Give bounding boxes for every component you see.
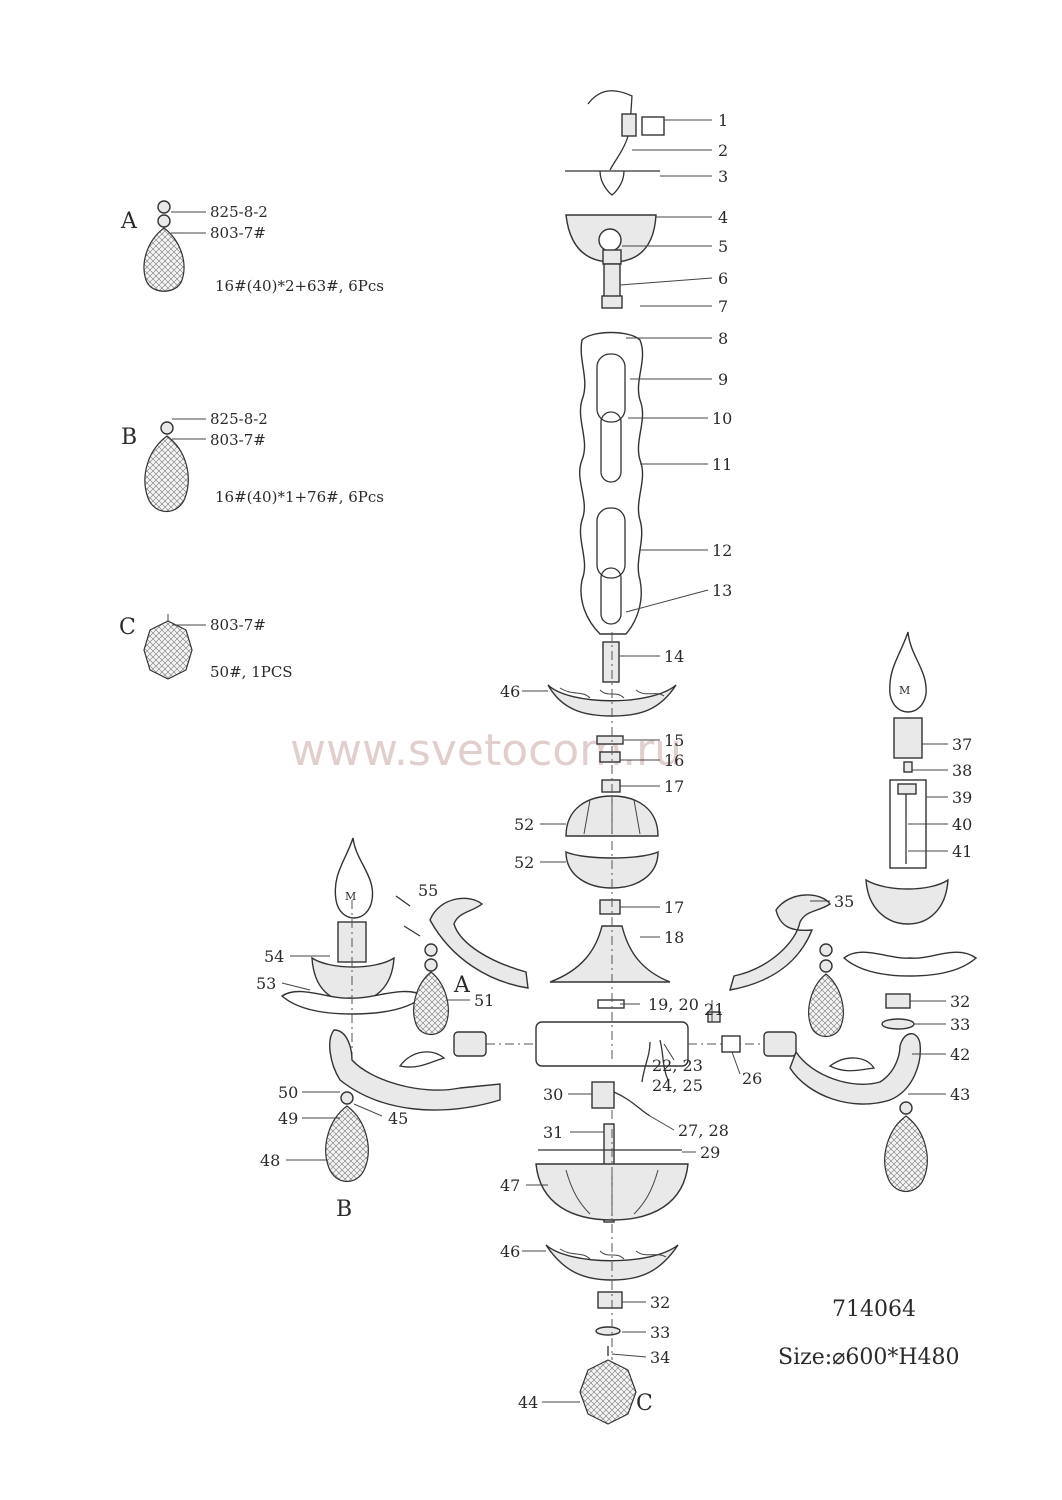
legend-c: C 803-7# 50#, 1PCS bbox=[119, 614, 293, 681]
callout: 51 bbox=[474, 991, 494, 1010]
callout: 21 bbox=[704, 1000, 724, 1019]
callout: 52 bbox=[514, 853, 534, 872]
callout: 9 bbox=[718, 370, 728, 389]
callout: 40 bbox=[952, 815, 972, 834]
svg-text:M: M bbox=[899, 684, 910, 697]
callout: 30 bbox=[543, 1085, 563, 1104]
callout: 41 bbox=[952, 842, 972, 861]
callout: 16 bbox=[664, 751, 684, 770]
callout: 11 bbox=[712, 455, 732, 474]
callout: 13 bbox=[712, 581, 732, 600]
legend-b-code-2: 803-7# bbox=[210, 431, 266, 449]
callout: 7 bbox=[718, 297, 728, 316]
legend-a: A 825-8-2 803-7# 16#(40)*2+63#, 6Pcs bbox=[120, 200, 384, 295]
callout: 32 bbox=[650, 1293, 670, 1312]
callout: 34 bbox=[650, 1348, 670, 1367]
legend-letter-b: B bbox=[121, 425, 137, 450]
callout: 52 bbox=[514, 815, 534, 834]
legend-a-code-2: 803-7# bbox=[210, 224, 266, 242]
legend-a-spec: 16#(40)*2+63#, 6Pcs bbox=[215, 277, 384, 295]
callout: 26 bbox=[742, 1069, 762, 1088]
callout: 48 bbox=[260, 1151, 280, 1170]
callout: 29 bbox=[700, 1143, 720, 1162]
assembly-letter-a: A bbox=[453, 973, 471, 998]
callout: 6 bbox=[718, 269, 728, 288]
callout: 4 bbox=[718, 208, 728, 227]
callout: 46 bbox=[500, 682, 520, 701]
callout: 47 bbox=[500, 1176, 520, 1195]
callout: 37 bbox=[952, 735, 972, 754]
callout: 3 bbox=[718, 167, 728, 186]
callout: 17 bbox=[664, 898, 684, 917]
callout: 33 bbox=[650, 1323, 670, 1342]
assembly-letter-c: C bbox=[636, 1391, 653, 1416]
callout: 55 bbox=[418, 881, 438, 900]
callout: 50 bbox=[278, 1083, 298, 1102]
legend-b-code-1: 825-8-2 bbox=[210, 410, 268, 428]
callout: 39 bbox=[952, 788, 972, 807]
callout: 38 bbox=[952, 761, 972, 780]
callout: 15 bbox=[664, 731, 684, 750]
callout: 18 bbox=[664, 928, 684, 947]
callout: 12 bbox=[712, 541, 732, 560]
legend-b-spec: 16#(40)*1+76#, 6Pcs bbox=[215, 488, 384, 506]
callout: 22, 23 bbox=[652, 1056, 703, 1075]
callout: 17 bbox=[664, 777, 684, 796]
callout: 27, 28 bbox=[678, 1121, 729, 1140]
legend-c-spec: 50#, 1PCS bbox=[210, 663, 293, 681]
callout: 46 bbox=[500, 1242, 520, 1261]
callout: 32 bbox=[950, 992, 970, 1011]
central-stem bbox=[486, 90, 760, 1425]
legend-letter-a: A bbox=[120, 209, 138, 234]
callouts: 1 2 3 4 5 6 7 8 9 10 11 12 13 14 46 15 1… bbox=[256, 111, 972, 1416]
watermark: www.svetocom.ru bbox=[290, 725, 682, 776]
size-spec: Size:⌀600*H480 bbox=[778, 1345, 960, 1370]
callout: 1 bbox=[718, 111, 728, 130]
right-arm-assembly: M bbox=[707, 631, 978, 1193]
callout: 43 bbox=[950, 1085, 970, 1104]
model-number: 714064 bbox=[832, 1297, 916, 1322]
legend-letter-c: C bbox=[119, 615, 136, 640]
callout: 35 bbox=[834, 892, 854, 911]
callout: 8 bbox=[718, 329, 728, 348]
callout: 49 bbox=[278, 1109, 298, 1128]
callout: 44 bbox=[518, 1393, 538, 1412]
callout: 10 bbox=[712, 409, 732, 428]
callout: 19, 20 bbox=[648, 995, 699, 1014]
legend-c-code-1: 803-7# bbox=[210, 616, 266, 634]
callout: 2 bbox=[718, 141, 728, 160]
callout: 31 bbox=[543, 1123, 563, 1142]
callout: 53 bbox=[256, 974, 276, 993]
callout: 33 bbox=[950, 1015, 970, 1034]
legend-a-code-1: 825-8-2 bbox=[210, 203, 268, 221]
callout: 45 bbox=[388, 1109, 408, 1128]
callout: 42 bbox=[950, 1045, 970, 1064]
callout: 24, 25 bbox=[652, 1076, 703, 1095]
callout: 14 bbox=[664, 647, 684, 666]
assembly-letter-b: B bbox=[336, 1197, 352, 1222]
svg-text:M: M bbox=[345, 890, 356, 903]
callout: 54 bbox=[264, 947, 284, 966]
callout: 5 bbox=[718, 237, 728, 256]
legend-b: B 825-8-2 803-7# 16#(40)*1+76#, 6Pcs bbox=[121, 410, 384, 513]
left-arm-assembly: M A B bbox=[280, 837, 529, 1222]
